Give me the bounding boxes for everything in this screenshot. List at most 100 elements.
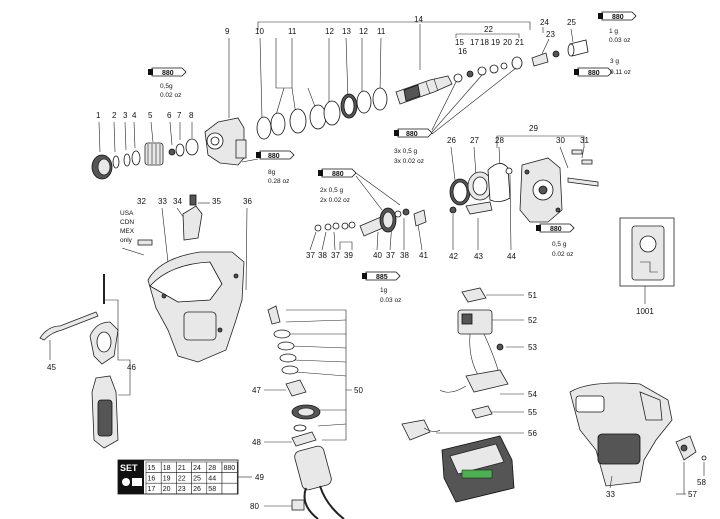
part-label-25: 25 [567, 18, 576, 27]
part-label-7: 7 [177, 111, 182, 120]
part-label-37c: 37 [386, 251, 395, 260]
part-label-6: 6 [167, 111, 172, 120]
tube2-qty-oz: 0.28 oz [268, 178, 289, 185]
set-cell [221, 482, 238, 495]
set-cell-value: 28 [208, 465, 216, 472]
part-40-gear [359, 207, 397, 237]
part-label-13: 13 [342, 27, 351, 36]
part-label-47: 47 [252, 386, 261, 395]
part-label-16: 16 [458, 47, 467, 56]
part-label-46: 46 [127, 363, 136, 372]
part-29-housing [519, 157, 563, 223]
top-bracket-14: 14 [257, 15, 531, 30]
part-label-18: 18 [480, 38, 489, 47]
part-label-19: 19 [491, 38, 500, 47]
part-47-clip [285, 379, 307, 397]
part-label-22: 22 [484, 25, 493, 34]
part-label-41: 41 [419, 251, 428, 260]
part-label-56: 56 [528, 429, 537, 438]
part-label-14: 14 [414, 15, 423, 24]
region-label-plate [137, 239, 153, 246]
part-52-switch [457, 309, 499, 379]
part-label-42: 42 [449, 252, 458, 261]
part-label-57: 57 [688, 490, 697, 499]
part-label-37b: 37 [331, 251, 340, 260]
tube4-code: 880 [612, 14, 624, 21]
part-label-31: 31 [580, 136, 589, 145]
part-label-21: 21 [515, 38, 524, 47]
part-label-49: 49 [255, 473, 264, 482]
part-label-39: 39 [344, 251, 353, 260]
part-31-pin [571, 149, 583, 155]
part-56-contacts [401, 419, 441, 441]
region-mex: MEX [120, 228, 135, 235]
tube2-qty-g: 8g [268, 169, 276, 176]
part-5-spring [144, 142, 164, 166]
set-cell-value: 25 [193, 476, 201, 483]
grease-tube-6: 880 2x 0,5 g 2x 0.02 oz [318, 168, 401, 211]
part-44-ball [505, 167, 513, 175]
part-26-ring [449, 178, 471, 206]
part-label-44: 44 [507, 252, 516, 261]
part-label-10: 10 [255, 27, 264, 36]
grease-tube-7: 880 0,5 g 0.02 oz [536, 223, 575, 258]
tube3-qty-oz: 3x 0.02 oz [394, 158, 424, 165]
part-28-gasket [487, 163, 511, 202]
part-45-depth-rod [39, 311, 99, 341]
tube8-qty-g: 1g [380, 287, 388, 294]
part-label-30: 30 [556, 136, 565, 145]
part-label-50: 50 [354, 386, 363, 395]
part-33-left-housing [147, 251, 245, 363]
tube5-code: 880 [588, 70, 600, 77]
part-label-80: 80 [250, 502, 259, 511]
part-43-bracket [465, 201, 493, 215]
part-label-51: 51 [528, 291, 537, 300]
part-51-switch-cap [461, 287, 487, 303]
part-label-12: 12 [325, 27, 334, 36]
set-cell-value: 26 [193, 486, 201, 493]
part-label-34: 34 [173, 197, 182, 206]
part-14-spindle [395, 75, 453, 105]
part-label-54: 54 [528, 390, 537, 399]
part-label-33b: 33 [606, 490, 615, 499]
part-48-brush [291, 431, 317, 447]
part-label-35: 35 [212, 197, 221, 206]
part-41-plate [413, 209, 427, 227]
set-cell-value: 19 [163, 476, 171, 483]
set-cell [221, 472, 238, 484]
tube4-qty-g: 1 g [609, 28, 618, 35]
part-label-55: 55 [528, 408, 537, 417]
tube5-qty-oz: 0.11 oz [610, 69, 631, 76]
grease-tube-5: 880 3 g 0.11 oz [574, 58, 631, 77]
grease-tube-3: 880 3x 0,5 g 3x 0.02 oz [394, 67, 517, 165]
part-label-4: 4 [132, 111, 137, 120]
part-label-11: 11 [288, 27, 297, 36]
part-label-37: 37 [306, 251, 315, 260]
tube1-code: 880 [162, 70, 174, 77]
part-label-33: 33 [158, 197, 167, 206]
part-label-3: 3 [123, 111, 128, 120]
part-label-32: 32 [137, 197, 146, 206]
set-cell-value: 23 [178, 486, 186, 493]
set-cell-value: 16 [148, 476, 156, 483]
part-30-pin [567, 177, 599, 187]
part-80-block [291, 499, 305, 511]
set-cell-value: 21 [178, 465, 186, 472]
part-53-screw [496, 343, 504, 351]
part-label-5: 5 [148, 111, 153, 120]
set-cell-value: 880 [224, 465, 236, 472]
part-42-screw [449, 206, 457, 214]
part-1-chuck-cap [91, 154, 113, 180]
inset-1001: 1001 [619, 217, 675, 316]
grease-tube-8: 885 1g 0.03 oz [362, 271, 401, 304]
part-label-29: 29 [529, 124, 538, 133]
tube1-qty-g: 0,5g [160, 83, 173, 90]
part-label-9: 9 [225, 27, 230, 36]
set-cell-value: 18 [163, 465, 171, 472]
tube5-qty-g: 3 g [610, 58, 619, 65]
tube8-qty-oz: 0.03 oz [380, 297, 401, 304]
part-label-28: 28 [495, 136, 504, 145]
set-cell-value: 15 [148, 465, 156, 472]
part-label-8: 8 [189, 111, 194, 120]
battery-pack [441, 435, 515, 503]
